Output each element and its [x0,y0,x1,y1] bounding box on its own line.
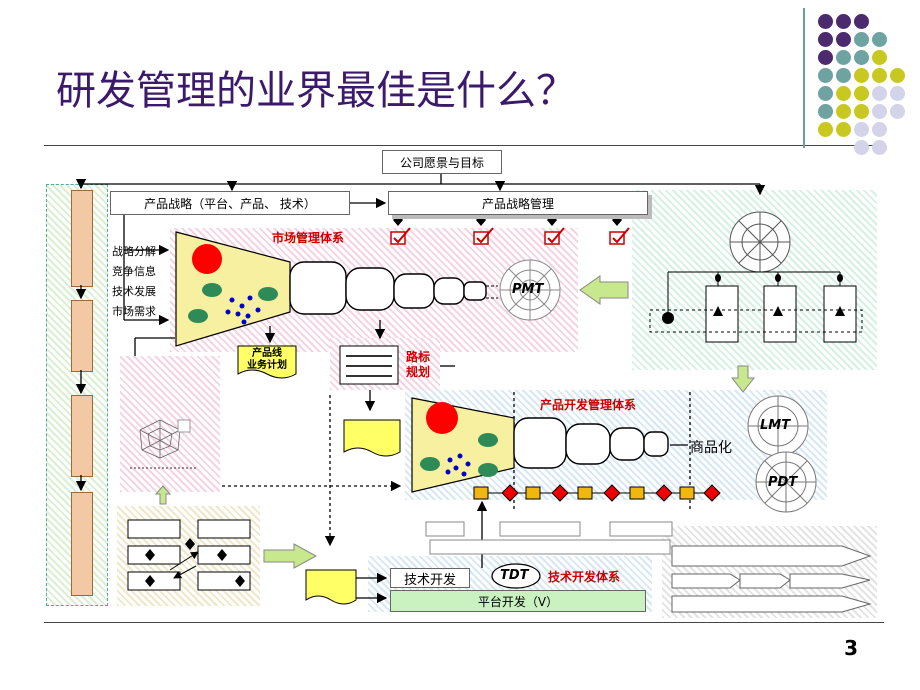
product-strategy-box: 产品战略（平台、产品、 技术） [110,191,350,215]
input-label-3: 技术发展 [112,285,156,298]
input-label-4: 市场需求 [112,305,156,318]
pmt-label: PMT [512,282,544,297]
analysis-region [120,356,220,492]
tech-development-box: 技术开发 [390,568,470,588]
page-title: 研发管理的业界最佳是什么？ [56,68,576,114]
lmt-label: LMT [760,418,791,433]
title-divider [44,145,884,146]
roadmap-label: 路标 规划 [406,350,431,379]
tdt-label: TDT [500,568,529,583]
process-stage-4 [71,492,93,596]
pdt-label: PDT [768,475,798,490]
vision-box: 公司愿景与目标 [382,150,502,174]
product-strategy-management-box: 产品战略管理 [388,191,648,215]
input-label-1: 战略分解 [112,245,156,258]
input-label-2: 竞争信息 [112,265,156,278]
page-number: 3 [844,636,858,660]
process-stage-1 [71,190,93,287]
process-stage-3 [71,395,93,477]
process-stage-2 [71,300,93,372]
product-development-system-label: 产品开发管理体系 [540,398,637,412]
platform-development-box: 平台开发（V） [390,590,646,612]
market-system-label: 市场管理体系 [272,231,345,245]
tech-system-label: 技术开发体系 [548,570,621,584]
business-plan-label: 产品线 业务计划 [247,348,287,371]
commercialization-label: 商品化 [690,440,732,456]
decoration-vertical-line [803,8,805,148]
footer-divider [44,622,884,623]
